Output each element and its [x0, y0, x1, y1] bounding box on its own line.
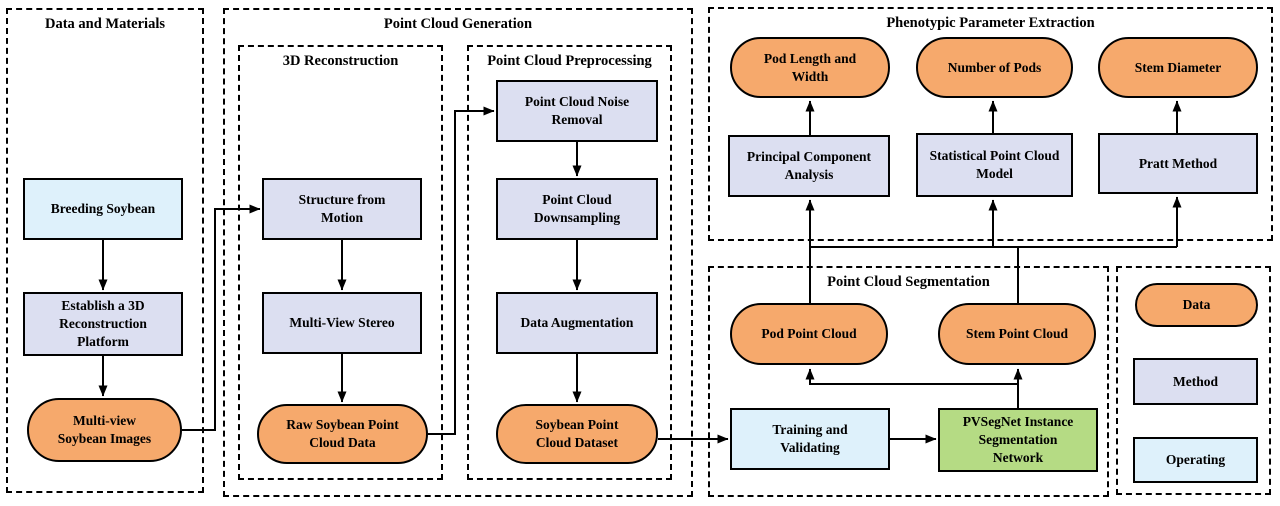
node-raw-soybean-point-cloud-data: Raw Soybean Point Cloud Data — [257, 404, 428, 464]
legend-item-data: Data — [1135, 283, 1258, 327]
node-principal-component-analysis: Principal Component Analysis — [728, 135, 890, 197]
legend-box — [1116, 266, 1271, 495]
node-statistical-point-cloud-model: Statistical Point Cloud Model — [916, 133, 1073, 197]
node-training-and-validating: Training and Validating — [730, 408, 890, 470]
legend-item-operating: Operating — [1133, 437, 1258, 483]
node-point-cloud-downsampling: Point Cloud Downsampling — [496, 178, 658, 240]
legend-item-method: Method — [1133, 358, 1258, 405]
node-stem-point-cloud: Stem Point Cloud — [938, 303, 1096, 365]
section-title-point-cloud-segmentation: Point Cloud Segmentation — [827, 274, 990, 290]
node-pod-length-and-width: Pod Length and Width — [730, 37, 890, 98]
section-title-data-and-materials: Data and Materials — [44, 16, 165, 32]
section-title-point-cloud-preprocessing: Point Cloud Preprocessing — [487, 53, 652, 69]
section-title-point-cloud-generation: Point Cloud Generation — [383, 16, 533, 32]
node-multi-view-soybean-images: Multi-view Soybean Images — [27, 398, 182, 462]
node-data-augmentation: Data Augmentation — [496, 292, 658, 354]
section-title-phenotypic-parameter-extraction: Phenotypic Parameter Extraction — [886, 15, 1095, 31]
node-structure-from-motion: Structure from Motion — [262, 178, 422, 240]
node-number-of-pods: Number of Pods — [916, 37, 1073, 98]
node-soybean-point-cloud-dataset: Soybean Point Cloud Dataset — [496, 404, 658, 464]
node-establish-3d-reconstruction-platform: Establish a 3D Reconstruction Platform — [23, 292, 183, 356]
node-point-cloud-noise-removal: Point Cloud Noise Removal — [496, 80, 658, 142]
node-breeding-soybean: Breeding Soybean — [23, 178, 183, 240]
node-stem-diameter: Stem Diameter — [1098, 37, 1258, 98]
section-title-3d-reconstruction: 3D Reconstruction — [282, 53, 399, 69]
node-multi-view-stereo: Multi-View Stereo — [262, 292, 422, 354]
node-pratt-method: Pratt Method — [1098, 133, 1258, 194]
node-pvsegnet-instance-segmentation-network: PVSegNet Instance Segmentation Network — [938, 408, 1098, 472]
node-pod-point-cloud: Pod Point Cloud — [730, 303, 888, 365]
